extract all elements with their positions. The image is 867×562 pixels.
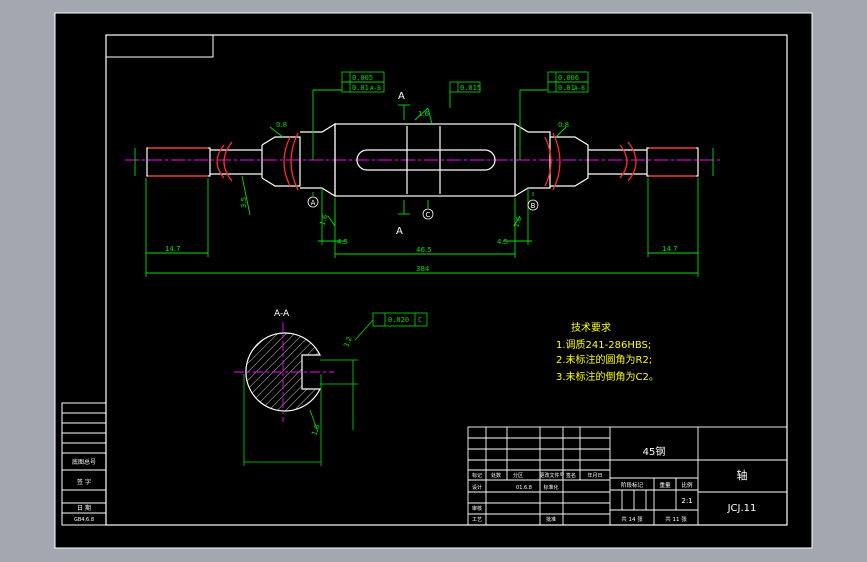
title-scale: 2:1 xyxy=(681,497,692,505)
title-weight-label: 重量 xyxy=(659,481,671,489)
section-lines xyxy=(234,322,334,422)
left-tol-2-ref: A-B xyxy=(370,85,381,92)
tech-req-item-1: 1.调质241-286HBS; xyxy=(556,339,651,351)
title-material: 45钢 xyxy=(643,445,666,458)
section-rough-2: 1.6 xyxy=(310,423,322,437)
rough-lower-right: 1.6 xyxy=(512,215,524,229)
left-tol-1: 0.005 xyxy=(352,74,373,82)
title-stage-label: 阶段标记 xyxy=(621,481,644,489)
title-process: 工艺 xyxy=(472,517,482,523)
row-label-sign: 签名 xyxy=(566,472,576,479)
dim-4-5-left: 4.5 xyxy=(337,238,348,246)
title-block xyxy=(467,426,788,526)
row-label-mark: 标记 xyxy=(472,472,482,479)
break-curves xyxy=(148,132,696,191)
drawing-frame xyxy=(105,34,788,526)
left-label-2: 签 字 xyxy=(77,478,91,486)
section-mark-bottom: A xyxy=(396,226,403,237)
section-rough: 3.2 xyxy=(342,335,353,348)
section-mark-top: A xyxy=(398,91,405,102)
drawing-sheet xyxy=(54,12,813,549)
section-tol-ref: C xyxy=(418,316,422,324)
rough-lower-left: 1.6 xyxy=(318,213,330,227)
datum-c: C xyxy=(426,211,431,219)
rough-right: 0.8 xyxy=(558,121,569,129)
tech-req-item-2: 2.未标注的圆角为R2; xyxy=(556,353,652,366)
datum-b: B xyxy=(531,202,536,210)
section-view-title: A-A xyxy=(274,309,290,319)
right-tol-2-ref: A-B xyxy=(574,85,585,92)
left-label-3: 日 期 xyxy=(77,504,91,512)
tech-req-title: 技术要求 xyxy=(571,321,611,334)
right-tol-2: 0.01 xyxy=(558,84,575,92)
title-part-name: 轴 xyxy=(737,468,748,482)
dim-total: 384 xyxy=(416,265,430,273)
left-strip xyxy=(61,402,107,526)
left-label-1: 底图总号 xyxy=(72,458,96,466)
row-label-count: 处数 xyxy=(491,472,501,479)
center-tol: 0.015 xyxy=(460,84,481,92)
title-review: 审核 xyxy=(472,505,482,512)
title-design-date: 01.6.8 xyxy=(516,485,532,491)
left-version: GB4.6.8 xyxy=(74,517,94,523)
title-approve: 批准 xyxy=(546,516,556,523)
dim-left-len: 14.7 xyxy=(165,245,181,253)
dim-4-5-right: 4.5 xyxy=(497,238,508,246)
title-sheet-no: 共 11 张 xyxy=(665,515,687,523)
tolerance-frames xyxy=(341,71,589,93)
row-label-date: 年月日 xyxy=(587,472,602,479)
section-outline xyxy=(245,332,321,412)
dim-3-5: 3.5 xyxy=(240,197,248,208)
title-drawing-no: JCJ.11 xyxy=(727,503,757,514)
dimension-lines xyxy=(134,89,714,277)
title-sheets-total: 共 14 张 xyxy=(621,515,643,523)
section-tol-value: 0.020 xyxy=(388,316,409,324)
right-tol-1: 0.006 xyxy=(558,74,579,82)
left-tol-2: 0.01 xyxy=(352,84,369,92)
dim-right-len: 14.7 xyxy=(662,245,678,253)
rough-mid: 1.6 xyxy=(418,110,430,118)
dim-middle: 46.5 xyxy=(416,246,432,254)
title-standard: 标准化 xyxy=(543,484,558,491)
tech-req-item-3: 3.未标注的倒角为C2。 xyxy=(556,370,659,383)
title-design: 设计 xyxy=(472,484,482,491)
top-left-box xyxy=(105,34,214,58)
row-label-zone: 分区 xyxy=(513,472,523,479)
title-scale-label: 比例 xyxy=(681,481,693,489)
datum-markers xyxy=(307,196,539,220)
row-label-doc: 更改文件号 xyxy=(539,472,564,479)
datum-a: A xyxy=(311,199,316,207)
rough-left: 0.8 xyxy=(276,121,287,129)
section-dims xyxy=(243,312,428,466)
